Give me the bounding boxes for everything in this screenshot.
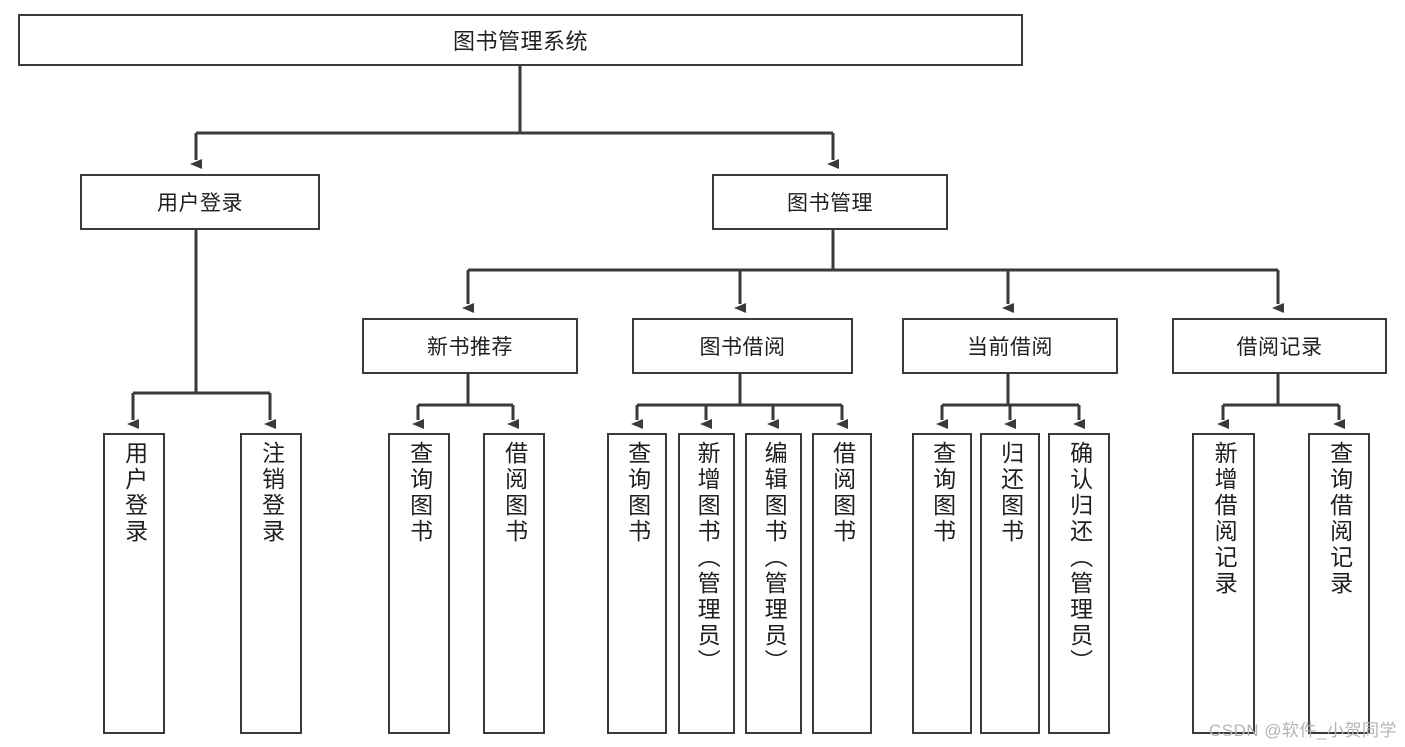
leaf-borrow-book-2[interactable]: 借阅图书 bbox=[812, 433, 872, 734]
leaf-query-book-1-label: 查询图书 bbox=[406, 441, 433, 545]
leaf-add-record[interactable]: 新增借阅记录 bbox=[1192, 433, 1255, 734]
node-new-book-recommend[interactable]: 新书推荐 bbox=[362, 318, 578, 374]
leaf-return-book-label: 归还图书 bbox=[997, 441, 1024, 545]
leaf-query-book-2-label: 查询图书 bbox=[624, 441, 651, 545]
node-user-login[interactable]: 用户登录 bbox=[80, 174, 320, 230]
node-book-borrow[interactable]: 图书借阅 bbox=[632, 318, 853, 374]
node-root[interactable]: 图书管理系统 bbox=[18, 14, 1023, 66]
node-book-management[interactable]: 图书管理 bbox=[712, 174, 948, 230]
watermark-text: CSDN @软件_小贺同学 bbox=[1208, 721, 1397, 740]
leaf-query-book-3-label: 查询图书 bbox=[929, 441, 956, 545]
leaf-query-book-3[interactable]: 查询图书 bbox=[912, 433, 972, 734]
leaf-query-record-label: 查询借阅记录 bbox=[1326, 441, 1353, 597]
leaf-user-login-label: 用户登录 bbox=[121, 441, 148, 545]
leaf-confirm-return[interactable]: 确认归还（管理员） bbox=[1048, 433, 1110, 734]
node-user-login-label: 用户登录 bbox=[157, 192, 243, 215]
node-borrow-record-label: 借阅记录 bbox=[1236, 336, 1323, 359]
leaf-user-login[interactable]: 用户登录 bbox=[103, 433, 165, 734]
leaf-edit-book-label: 编辑图书（管理员） bbox=[761, 441, 788, 675]
leaf-add-record-label: 新增借阅记录 bbox=[1211, 441, 1238, 597]
leaf-query-book-1[interactable]: 查询图书 bbox=[388, 433, 450, 734]
leaf-return-book[interactable]: 归还图书 bbox=[980, 433, 1040, 734]
leaf-logout[interactable]: 注销登录 bbox=[240, 433, 302, 734]
node-book-borrow-label: 图书借阅 bbox=[699, 336, 786, 359]
leaf-logout-label: 注销登录 bbox=[258, 441, 285, 545]
leaf-query-book-2[interactable]: 查询图书 bbox=[607, 433, 667, 734]
node-current-borrow-label: 当前借阅 bbox=[967, 336, 1053, 359]
leaf-borrow-book-1[interactable]: 借阅图书 bbox=[483, 433, 545, 734]
node-new-book-recommend-label: 新书推荐 bbox=[427, 336, 513, 359]
node-root-label: 图书管理系统 bbox=[452, 29, 588, 54]
node-borrow-record[interactable]: 借阅记录 bbox=[1172, 318, 1387, 374]
node-book-management-label: 图书管理 bbox=[787, 192, 873, 215]
leaf-confirm-return-label: 确认归还（管理员） bbox=[1066, 441, 1093, 675]
leaf-add-book-label: 新增图书（管理员） bbox=[694, 441, 721, 675]
leaf-add-book[interactable]: 新增图书（管理员） bbox=[678, 433, 735, 734]
leaf-borrow-book-1-label: 借阅图书 bbox=[501, 441, 528, 545]
leaf-edit-book[interactable]: 编辑图书（管理员） bbox=[745, 433, 802, 734]
node-current-borrow[interactable]: 当前借阅 bbox=[902, 318, 1118, 374]
leaf-query-record[interactable]: 查询借阅记录 bbox=[1308, 433, 1370, 734]
leaf-borrow-book-2-label: 借阅图书 bbox=[829, 441, 856, 545]
